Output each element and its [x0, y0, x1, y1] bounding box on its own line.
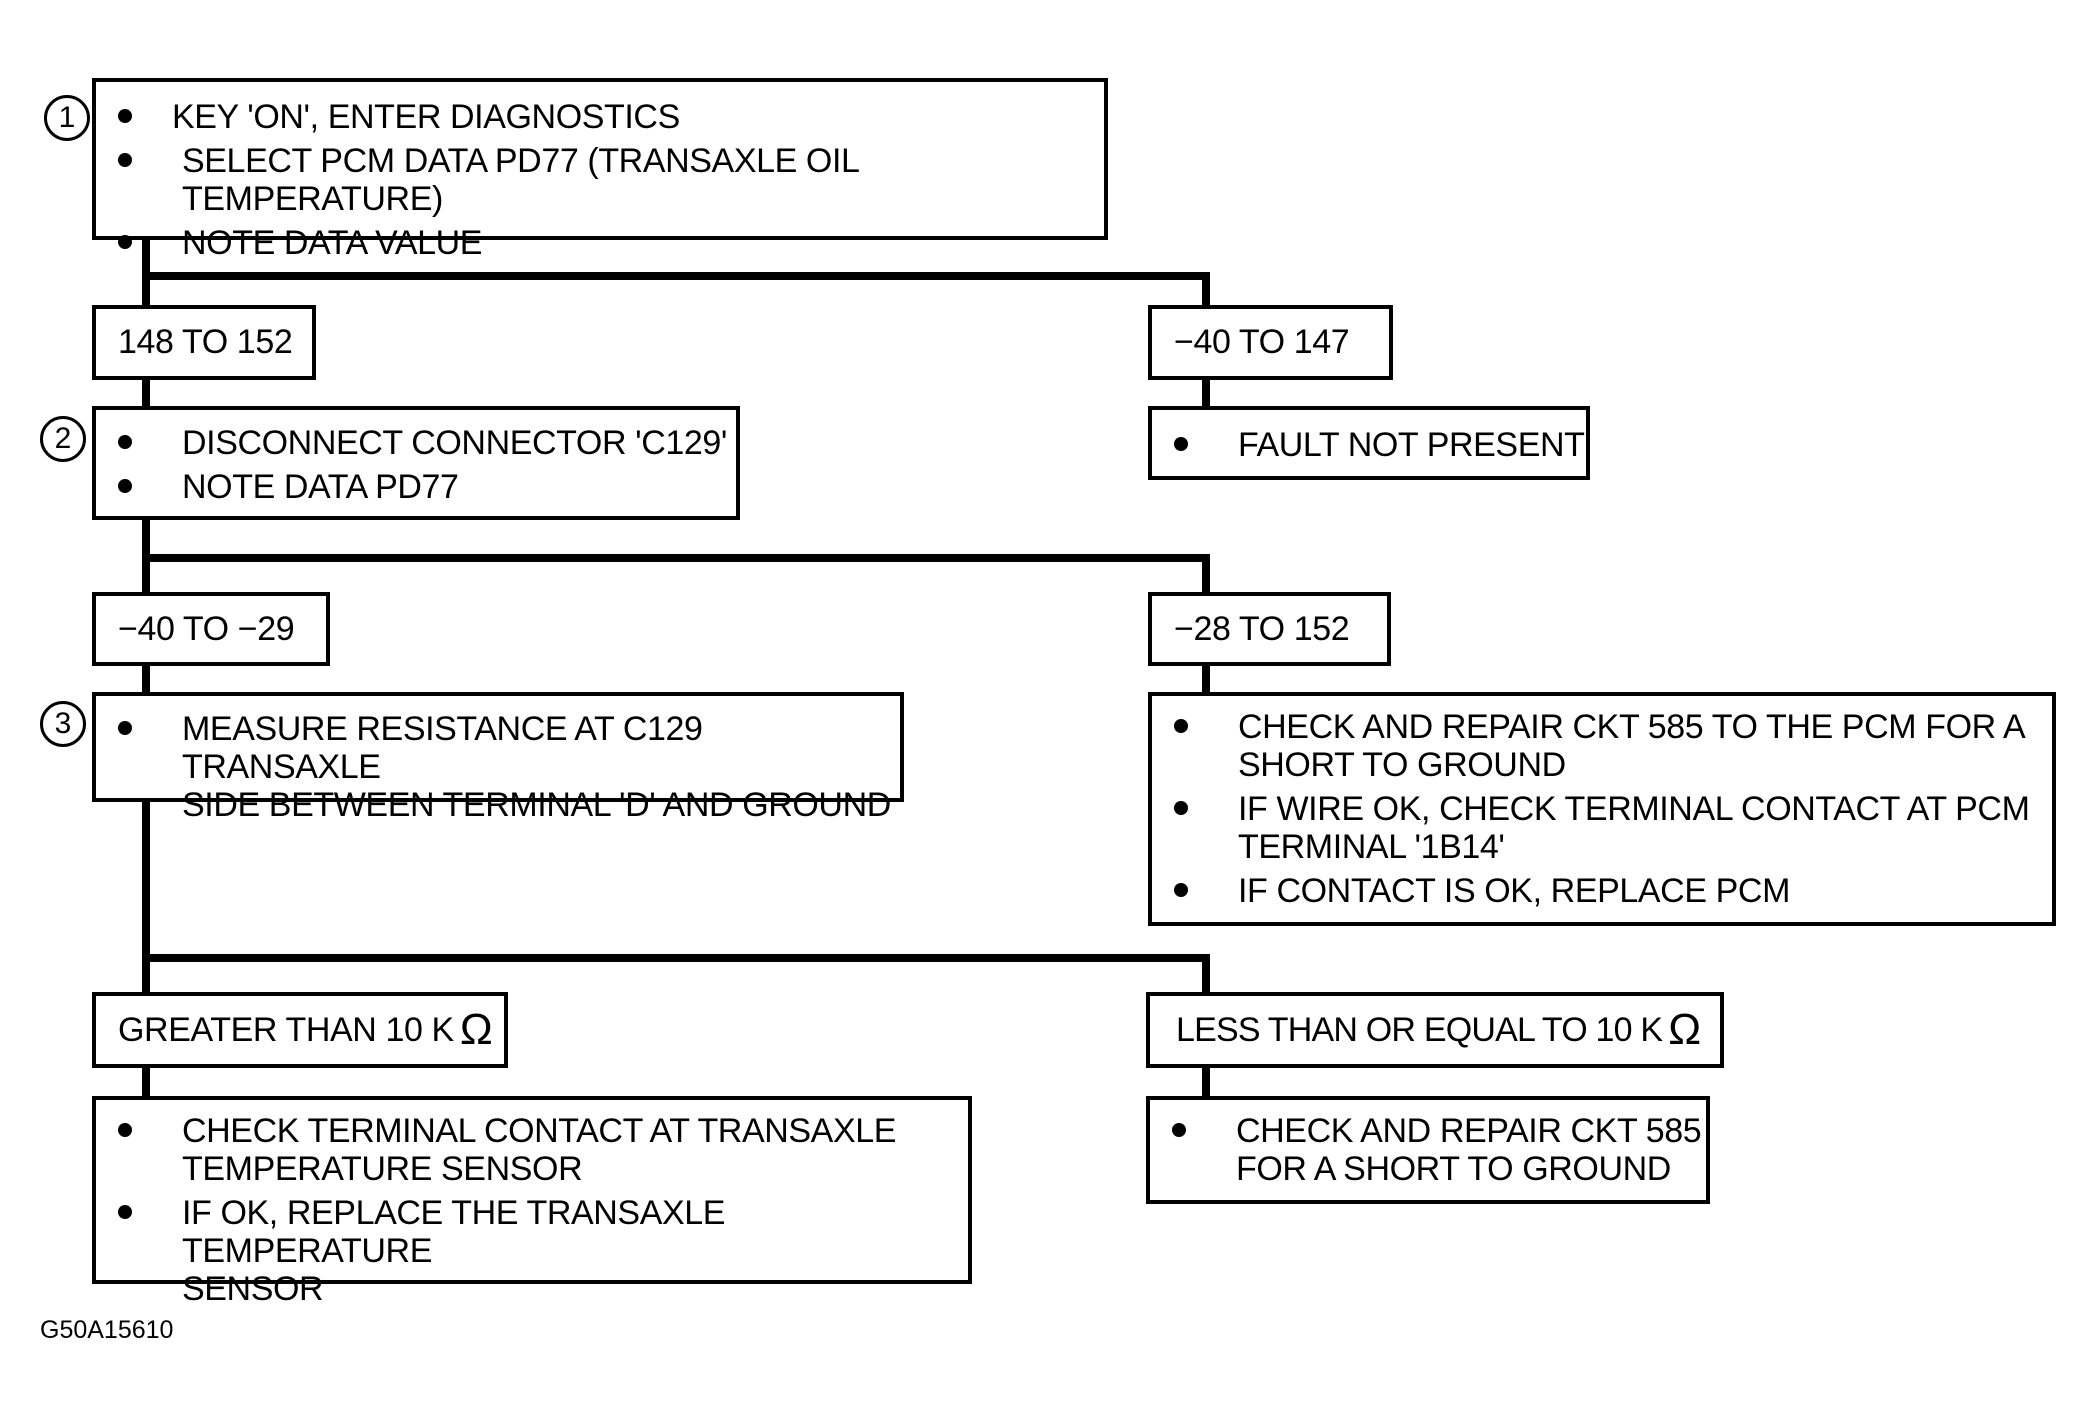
connector-line	[1202, 376, 1210, 410]
step-3-marker: 3	[40, 701, 86, 747]
connector-line	[1202, 1064, 1210, 1099]
check-sensor-contact-text: CHECK TERMINAL CONTACT AT TRANSAXLE TEMP…	[182, 1112, 897, 1188]
bullet-icon	[118, 435, 132, 449]
range-neg40-neg29-label: −40 TO −29	[118, 609, 295, 648]
connector-line	[142, 798, 150, 994]
step-1-item: NOTE DATA VALUE	[96, 224, 1104, 262]
figure-code: G50A15610	[40, 1316, 174, 1344]
result-item: IF OK, REPLACE THE TRANSAXLE TEMPERATURE…	[96, 1194, 968, 1308]
step-3-item-text: MEASURE RESISTANCE AT C129 TRANSAXLE SID…	[182, 710, 891, 824]
step-3-item: MEASURE RESISTANCE AT C129 TRANSAXLE SID…	[96, 710, 900, 824]
step-1-number: 1	[58, 101, 76, 134]
step-2-item: DISCONNECT CONNECTOR 'C129'	[96, 424, 736, 462]
step-3-list: MEASURE RESISTANCE AT C129 TRANSAXLE SID…	[96, 710, 900, 824]
result-item: FAULT NOT PRESENT	[1152, 426, 1586, 464]
connector-line	[142, 554, 1210, 562]
bullet-icon	[118, 153, 132, 167]
connector-line	[1202, 554, 1210, 596]
bullet-icon	[118, 479, 132, 493]
bullet-icon	[118, 1205, 132, 1219]
step-2-item-text: DISCONNECT CONNECTOR 'C129'	[182, 424, 728, 462]
check-ckt585-pcm-text: IF CONTACT IS OK, REPLACE PCM	[1238, 872, 1791, 910]
check-sensor-contact-list: CHECK TERMINAL CONTACT AT TRANSAXLE TEMP…	[96, 1112, 968, 1308]
range-neg40-neg29-box: −40 TO −29	[92, 592, 330, 666]
result-item: CHECK AND REPAIR CKT 585 TO THE PCM FOR …	[1152, 708, 2052, 784]
connector-line	[1202, 662, 1210, 696]
range-148-152-label: 148 TO 152	[118, 323, 293, 361]
connector-line	[142, 662, 150, 696]
check-ckt585-short-list: CHECK AND REPAIR CKT 585 FOR A SHORT TO …	[1150, 1112, 1706, 1188]
step-3-box: MEASURE RESISTANCE AT C129 TRANSAXLE SID…	[92, 692, 904, 824]
bullet-icon	[1174, 883, 1188, 897]
step-1-item-text: KEY 'ON', ENTER DIAGNOSTICS	[172, 98, 680, 136]
result-item: IF WIRE OK, CHECK TERMINAL CONTACT AT PC…	[1152, 790, 2052, 866]
result-item: CHECK TERMINAL CONTACT AT TRANSAXLE TEMP…	[96, 1112, 968, 1188]
ohm-icon: Ω	[1668, 1005, 1701, 1054]
fault-not-present-list: FAULT NOT PRESENT	[1152, 426, 1586, 464]
range-148-152-box: 148 TO 152	[92, 305, 316, 380]
step-3-number: 3	[54, 707, 72, 740]
step-2-item: NOTE DATA PD77	[96, 468, 736, 506]
bullet-icon	[118, 721, 132, 735]
bullet-icon	[118, 1123, 132, 1137]
step-1-item-text: SELECT PCM DATA PD77 (TRANSAXLE OIL TEMP…	[182, 142, 859, 218]
range-neg40-147-box: −40 TO 147	[1148, 305, 1393, 380]
connector-line	[142, 376, 150, 410]
check-ckt585-pcm-text: IF WIRE OK, CHECK TERMINAL CONTACT AT PC…	[1238, 790, 2030, 866]
step-1-marker: 1	[44, 95, 90, 141]
step-1-list: KEY 'ON', ENTER DIAGNOSTICS SELECT PCM D…	[96, 98, 1104, 262]
bullet-icon	[118, 235, 132, 249]
bullet-icon	[1174, 801, 1188, 815]
step-1-item: KEY 'ON', ENTER DIAGNOSTICS	[96, 98, 1104, 136]
fault-not-present-text: FAULT NOT PRESENT	[1238, 426, 1585, 464]
fault-not-present-box: FAULT NOT PRESENT	[1148, 406, 1590, 480]
check-sensor-contact-box: CHECK TERMINAL CONTACT AT TRANSAXLE TEMP…	[92, 1096, 972, 1308]
step-2-list: DISCONNECT CONNECTOR 'C129' NOTE DATA PD…	[96, 424, 736, 506]
check-ckt585-short-box: CHECK AND REPAIR CKT 585 FOR A SHORT TO …	[1146, 1096, 1710, 1204]
connector-line	[1202, 272, 1210, 309]
check-ckt585-short-text: CHECK AND REPAIR CKT 585 FOR A SHORT TO …	[1236, 1112, 1702, 1188]
check-ckt585-pcm-box: CHECK AND REPAIR CKT 585 TO THE PCM FOR …	[1148, 692, 2056, 926]
check-ckt585-pcm-text: CHECK AND REPAIR CKT 585 TO THE PCM FOR …	[1238, 708, 2026, 784]
connector-line	[142, 272, 1210, 280]
connector-line	[1202, 954, 1210, 994]
bullet-icon	[1172, 1123, 1186, 1137]
step-2-marker: 2	[40, 416, 86, 462]
bullet-icon	[1174, 719, 1188, 733]
range-neg28-152-box: −28 TO 152	[1148, 592, 1391, 666]
range-neg40-147-label: −40 TO 147	[1174, 323, 1350, 361]
bullet-icon	[1174, 437, 1188, 451]
step-2-box: DISCONNECT CONNECTOR 'C129' NOTE DATA PD…	[92, 406, 740, 520]
step-2-number: 2	[54, 422, 72, 455]
step-1-box: KEY 'ON', ENTER DIAGNOSTICS SELECT PCM D…	[92, 78, 1108, 262]
connector-line	[142, 1064, 150, 1099]
step-1-item-text: NOTE DATA VALUE	[182, 224, 483, 262]
bullet-icon	[118, 109, 132, 123]
range-neg28-152-label: −28 TO 152	[1174, 609, 1350, 648]
ohm-icon: Ω	[459, 1005, 493, 1054]
step-1-item: SELECT PCM DATA PD77 (TRANSAXLE OIL TEMP…	[96, 142, 1104, 218]
check-ckt585-pcm-list: CHECK AND REPAIR CKT 585 TO THE PCM FOR …	[1152, 708, 2052, 910]
greater-than-10k-label: GREATER THAN 10 K	[118, 1010, 454, 1049]
result-item: IF CONTACT IS OK, REPLACE PCM	[1152, 872, 2052, 910]
step-2-item-text: NOTE DATA PD77	[182, 468, 459, 506]
less-equal-10k-label: LESS THAN OR EQUAL TO 10 K	[1176, 1010, 1663, 1049]
result-item: CHECK AND REPAIR CKT 585 FOR A SHORT TO …	[1150, 1112, 1706, 1188]
check-sensor-contact-text: IF OK, REPLACE THE TRANSAXLE TEMPERATURE…	[182, 1194, 726, 1308]
connector-line	[142, 954, 1210, 962]
